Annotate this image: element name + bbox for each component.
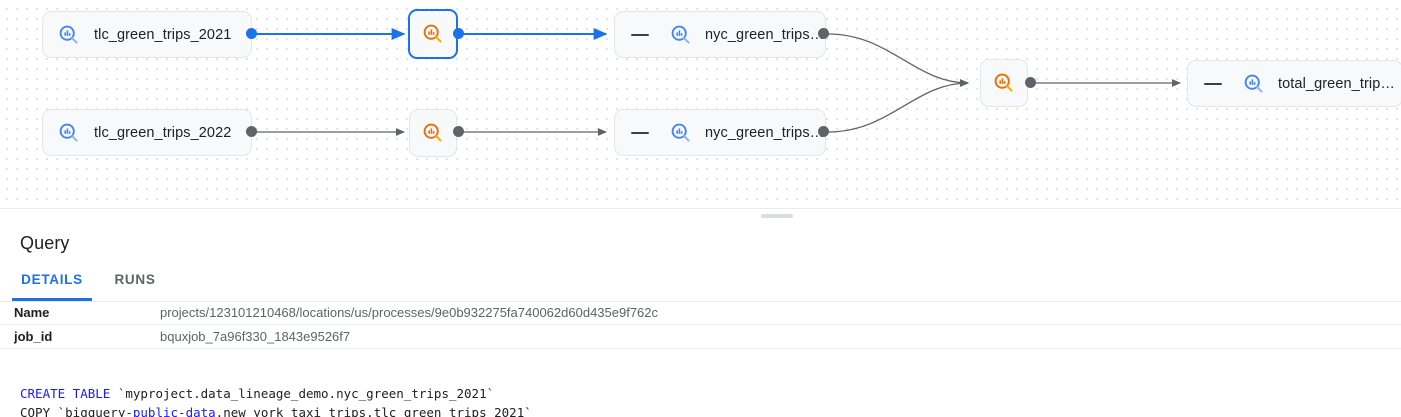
node-port-out-tlc2022[interactable]: [246, 126, 257, 137]
lineage-node-label: nyc_green_trips…: [705, 26, 825, 43]
details-table: Name projects/123101210468/locations/us/…: [0, 301, 1401, 349]
lineage-node-tlc-green-trips-2022[interactable]: tlc_green_trips_2022: [42, 109, 252, 156]
collapse-icon[interactable]: [1204, 82, 1222, 85]
sql-line1-rest: `myproject.data_lineage_demo.nyc_green_t…: [110, 386, 495, 401]
table-row: job_id bquxjob_7a96f330_1843e9526f7: [0, 325, 1401, 349]
bigquery-table-icon: [1242, 72, 1266, 96]
page-title: Query: [20, 233, 70, 253]
tab-runs[interactable]: RUNS: [114, 272, 156, 287]
bigquery-table-icon: [57, 121, 81, 145]
lineage-node-label: total_green_trip…: [1278, 75, 1395, 92]
node-port-out-nyc2021[interactable]: [818, 28, 829, 39]
panel-tabs: DETAILS RUNS: [0, 265, 1401, 302]
collapse-icon[interactable]: [631, 33, 649, 36]
detail-key-name: Name: [14, 305, 50, 320]
bigquery-table-icon: [669, 23, 693, 47]
lineage-node-nyc-green-trips-2022[interactable]: nyc_green_trips…: [614, 109, 826, 156]
lineage-node-total-green-trips[interactable]: total_green_trip…: [1187, 60, 1401, 107]
bigquery-process-icon: [421, 22, 445, 46]
splitter-drag-handle[interactable]: [761, 214, 793, 218]
panel-splitter[interactable]: [0, 208, 1401, 221]
detail-value-job-id: bquxjob_7a96f330_1843e9526f7: [160, 329, 351, 344]
collapse-icon[interactable]: [631, 131, 649, 134]
bigquery-process-icon: [421, 121, 445, 145]
node-port-out-proc2022[interactable]: [453, 126, 464, 137]
node-port-out-merge[interactable]: [1025, 77, 1036, 88]
lineage-node-process-2021[interactable]: [408, 9, 458, 59]
lineage-canvas[interactable]: tlc_green_trips_2021: [0, 0, 1401, 208]
lineage-node-process-2022[interactable]: [409, 109, 457, 157]
bigquery-table-icon: [57, 23, 81, 47]
node-port-out-nyc2022[interactable]: [818, 126, 829, 137]
table-row: Name projects/123101210468/locations/us/…: [0, 301, 1401, 325]
lineage-node-tlc-green-trips-2021[interactable]: tlc_green_trips_2021: [42, 11, 252, 58]
tab-details[interactable]: DETAILS: [12, 265, 92, 301]
node-port-out-tlc2021[interactable]: [246, 28, 257, 39]
lineage-node-label: nyc_green_trips…: [705, 124, 825, 141]
lineage-node-label: tlc_green_trips_2022: [94, 124, 232, 141]
sql-code-block: CREATE TABLE `myproject.data_lineage_dem…: [0, 372, 1401, 417]
detail-key-job-id: job_id: [14, 329, 53, 344]
detail-value-name: projects/123101210468/locations/us/proce…: [160, 305, 659, 320]
node-port-out-proc2021[interactable]: [453, 28, 464, 39]
edge-nyc2021-to-merge: [827, 33, 970, 87]
sql-line2-pre: COPY `bigquery: [20, 405, 126, 417]
bigquery-table-icon: [669, 121, 693, 145]
sql-keyword-create-table: CREATE TABLE: [20, 386, 111, 401]
sql-keyword-public-data: -public-data: [125, 405, 216, 417]
lineage-node-label: tlc_green_trips_2021: [94, 26, 232, 43]
edge-nyc2022-to-merge: [827, 79, 970, 133]
lineage-node-process-merge[interactable]: [980, 59, 1028, 107]
lineage-node-nyc-green-trips-2021[interactable]: nyc_green_trips…: [614, 11, 826, 58]
sql-line2-rest: .new_york_taxi_trips.tlc_green_trips_202…: [215, 405, 532, 417]
bigquery-process-icon: [992, 71, 1016, 95]
query-details-panel: Query DETAILS RUNS Name projects/1231012…: [0, 220, 1401, 417]
